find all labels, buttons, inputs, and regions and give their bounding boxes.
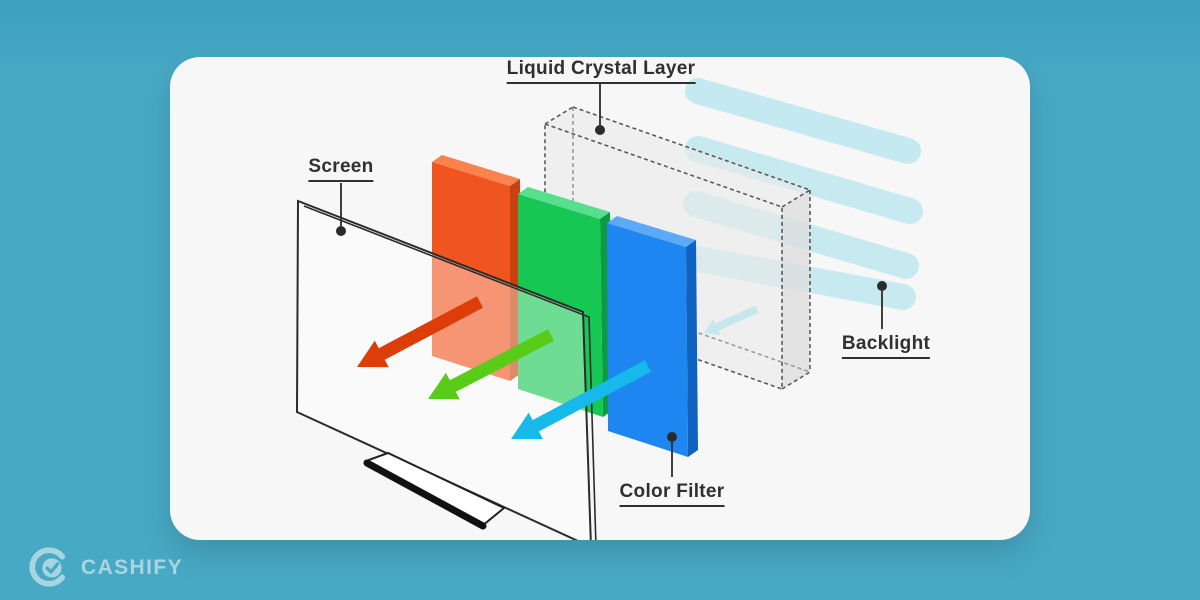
diagram-card: Liquid Crystal Layer Screen Backlight Co… [170,57,1030,540]
liquid-crystal-layer-edges [544,106,811,390]
logo-inner-disc [42,558,62,578]
dot-color-filter [667,432,677,442]
cashify-logo-text: CASHIFY [81,556,183,579]
dot-screen [336,226,346,236]
screen-glass-thickness-edge [303,205,597,540]
color-panel-blue-front [607,223,688,457]
cashify-logo-icon [29,547,66,587]
lcd-structure-diagram [295,78,923,540]
tv-stand [363,451,506,530]
color-panel-red-side [510,179,520,381]
backlight-bar [685,136,923,224]
label-screen: Screen [308,156,374,182]
logo-c-ring [29,547,66,587]
liquid-crystal-layer-side-face [782,190,810,389]
logo-check-icon [45,562,60,574]
label-backlight: Backlight [841,333,931,359]
screen-glass [295,199,597,540]
cashify-logo: CASHIFY [26,543,183,591]
liquid-crystal-layer-hidden-edges [572,107,811,373]
red-light-arrow [357,296,483,368]
green-light-arrow [428,329,554,400]
label-dots [336,125,887,442]
color-panel-red-top [432,155,520,186]
label-connectors [340,84,883,477]
dot-backlight [877,281,887,291]
light-beam-arrow [704,305,759,336]
color-panel-blue-top [607,216,696,247]
color-panel-blue-side [686,240,698,457]
color-panel-green-top [518,187,610,219]
cyan-light-arrow [511,360,652,439]
screen-glass-front [295,199,592,540]
backlight-bar [685,78,921,164]
tv-stand-base-edge [363,459,487,530]
dot-liquid-crystal-layer [595,125,605,135]
label-liquid-crystal-layer: Liquid Crystal Layer [506,58,696,84]
label-color-filter: Color Filter [619,481,725,507]
color-panel-blue [607,216,698,457]
